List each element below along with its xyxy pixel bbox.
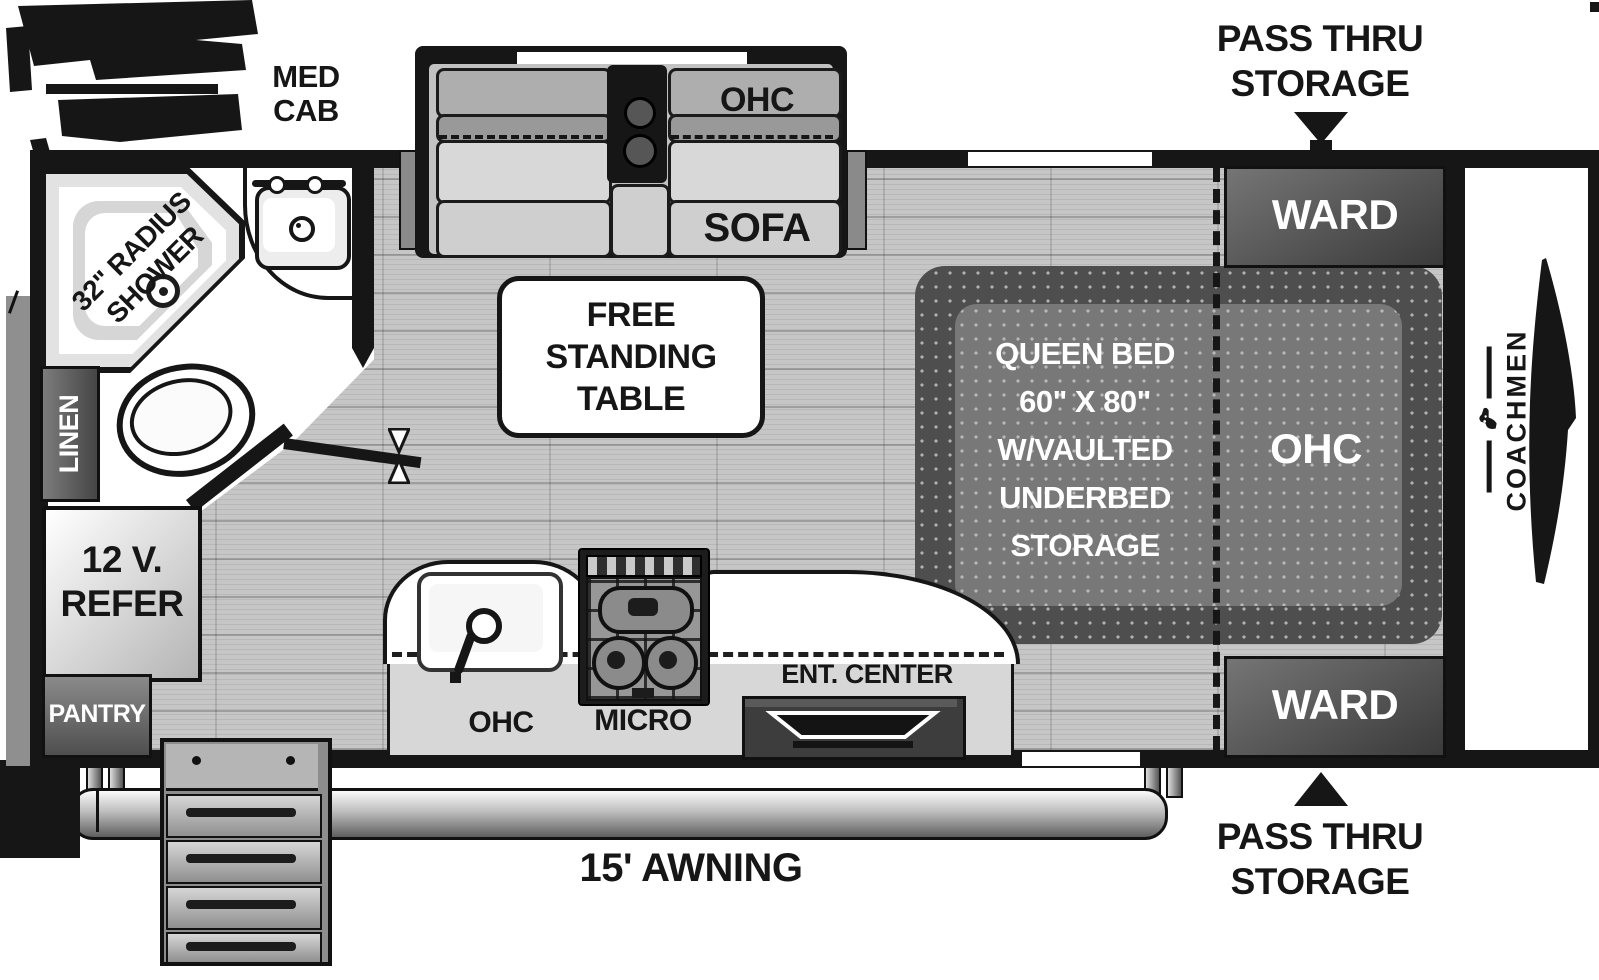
ent-center-cabinet [742, 696, 966, 760]
bedroom-front-wall [1443, 168, 1465, 750]
sofa-front-cushion [436, 200, 612, 258]
burner-round-center [659, 651, 677, 669]
corner-tick [1590, 2, 1599, 12]
burner-round-center [607, 651, 625, 669]
slide-flange-right [846, 150, 867, 250]
cup-holder [624, 97, 656, 129]
step-bolt [192, 756, 201, 765]
linen-label: LINEN [54, 394, 85, 474]
refrigerator: 12 V. REFER [42, 506, 202, 682]
window-top [968, 152, 1152, 166]
queen-bed-label: QUEEN BED 60" X 80" W/VAULTED UNDERBED S… [935, 330, 1235, 570]
front-cap-blade [1529, 258, 1576, 584]
pass-thru-bottom-line2: STORAGE [1230, 861, 1410, 902]
wardrobe-bottom: WARD [1224, 656, 1446, 758]
cup-holder [623, 134, 657, 168]
bath-faucet-handle [268, 176, 286, 194]
sofa-fold-line [439, 135, 603, 139]
cooktop [578, 548, 710, 706]
bed-label-line5: STORAGE [1010, 528, 1160, 563]
bed-ohc-label: OHC [1270, 425, 1362, 472]
dalmatian-dog-icon [1479, 408, 1497, 430]
wardrobe-top: WARD [1224, 166, 1446, 268]
bed-label-line2: 60" X 80" [1019, 384, 1151, 419]
bath-faucet-bar [252, 180, 346, 187]
burner-oval-center [628, 598, 658, 616]
arrow-down-icon [1294, 112, 1348, 144]
sofa-front-cushion [668, 200, 842, 258]
awning-tube-seam [96, 790, 99, 832]
refer-label-line2: REFER [60, 583, 184, 624]
ent-center-label: ENT. CENTER [781, 659, 953, 689]
shower-drain [146, 274, 180, 308]
sofa-fold-line [671, 135, 833, 139]
sofa-seat-cushion [436, 140, 612, 204]
med-cab-line1: MED [272, 59, 340, 94]
step-landing [166, 744, 318, 791]
logo-rule-left [1486, 441, 1492, 493]
sofa-console-front [610, 184, 670, 258]
step-bolt [286, 756, 295, 765]
bed-label-line3: W/VAULTED [997, 432, 1173, 467]
sofa-slideout: OHC SOFA [415, 46, 847, 258]
bed-label-line4: UNDERBED [999, 480, 1171, 515]
sofa-headrest [436, 68, 612, 118]
sofa-ohc-label: OHC [719, 81, 795, 119]
door-latch-icon [388, 428, 410, 484]
front-cap-edge [1588, 150, 1599, 768]
sofa-seat-cushion [668, 140, 842, 204]
awning-label: 15' AWNING [579, 846, 803, 890]
step-tread [166, 840, 322, 884]
pass-thru-top-line1: PASS THRU [1216, 18, 1424, 59]
radius-shower: 32" RADIUS SHOWER [40, 168, 245, 373]
ward-bottom-label: WARD [1271, 681, 1399, 728]
entry-steps [160, 738, 332, 966]
table-label-line2: STANDING [545, 338, 717, 376]
refer-label-line1: 12 V. [81, 539, 163, 580]
pantry: PANTRY [42, 674, 152, 758]
bath-faucet-handle [306, 176, 324, 194]
linen-cabinet: LINEN [40, 366, 100, 502]
step-tread [166, 794, 322, 838]
step-tread [166, 932, 322, 964]
slide-divider-dashed-line [1213, 168, 1220, 750]
ent-center-top-trim [745, 699, 957, 707]
kitchen-faucet-base [450, 672, 461, 683]
slideout-roof-vent [517, 52, 747, 65]
free-standing-table: FREE STANDING TABLE [497, 276, 765, 438]
bath-sink-drain [289, 216, 315, 242]
micro-label: MICRO [594, 704, 692, 737]
step-tread [166, 886, 322, 930]
queen-bed-mattress [955, 304, 1402, 606]
sofa-label: SOFA [703, 206, 811, 250]
window-bottom [1022, 752, 1140, 766]
med-cab-label: MED CAB [258, 59, 354, 129]
pass-thru-bottom-line1: PASS THRU [1216, 816, 1424, 857]
pantry-label: PANTRY [48, 700, 147, 728]
bath-sink-drain-dot [296, 223, 301, 228]
bathroom-wall [352, 168, 374, 348]
tv-icon [765, 711, 941, 748]
bathroom-wall-end [352, 348, 374, 368]
med-cab-line2: CAB [273, 93, 339, 129]
coachmen-wordmark: COACHMEN [1501, 328, 1532, 512]
table-label-line1: FREE [586, 296, 676, 334]
arrow-up-icon [1294, 772, 1348, 806]
pass-thru-top-line2: STORAGE [1230, 63, 1410, 104]
coachmen-logo-rule-row [1478, 347, 1500, 493]
ward-top-label: WARD [1271, 191, 1399, 238]
toilet-seat [121, 367, 241, 467]
front-cap [1465, 168, 1588, 750]
frame-corner-block [0, 760, 80, 858]
cooktop-control [632, 688, 654, 698]
bed-label-line1: QUEEN BED [995, 336, 1175, 371]
logo-rule-right [1486, 347, 1492, 399]
shower-drain-dot [159, 287, 168, 296]
table-label-line3: TABLE [576, 380, 686, 418]
pass-thru-storage-top-label: PASS THRU STORAGE [1210, 16, 1430, 106]
kitchen-ohc-label: OHC [468, 706, 534, 739]
coachmen-logo: COACHMEN [1478, 329, 1533, 512]
cooktop-vent [586, 555, 702, 577]
pass-thru-storage-bottom-label: PASS THRU STORAGE [1210, 814, 1430, 904]
